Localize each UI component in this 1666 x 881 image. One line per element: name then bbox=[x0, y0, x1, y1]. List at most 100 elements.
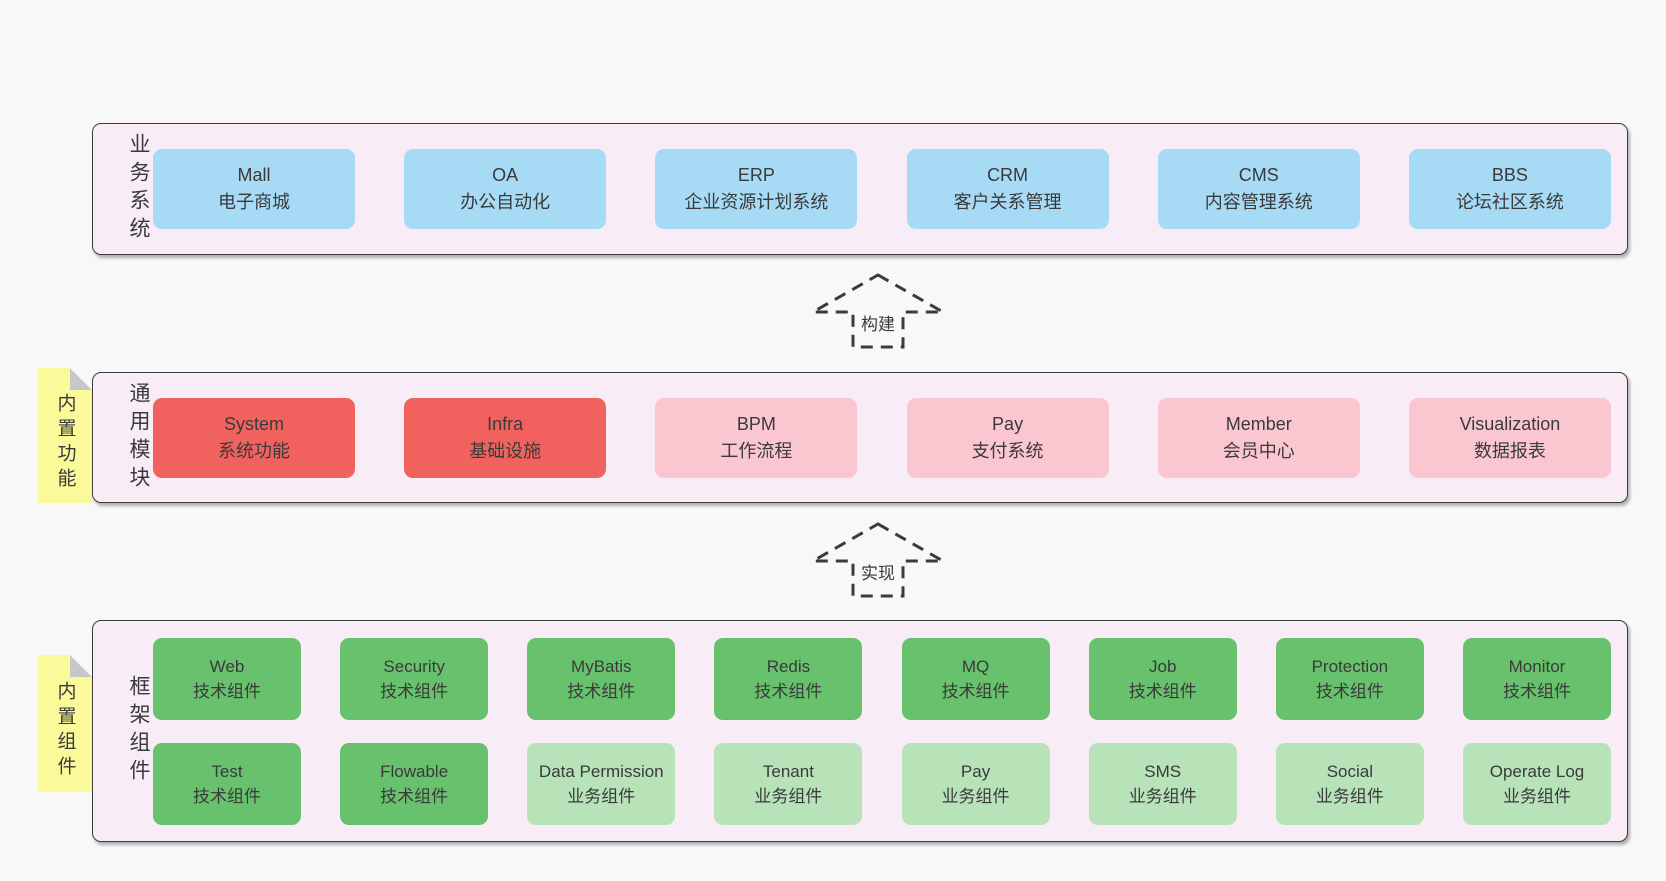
box-title: CRM bbox=[987, 165, 1029, 185]
box-title: Pay bbox=[992, 413, 1024, 434]
box-bpm: BPM 工作流程 bbox=[655, 397, 858, 478]
box-social: Social 业务组件 bbox=[1275, 742, 1424, 825]
box-subtitle: 支付系统 bbox=[971, 440, 1044, 461]
sticky-fold-corner-icon bbox=[70, 655, 92, 677]
box-title: BBS bbox=[1491, 165, 1528, 185]
box-title: Operate Log bbox=[1489, 761, 1585, 781]
box-test: Test 技术组件 bbox=[153, 742, 301, 825]
box-title: SMS bbox=[1144, 761, 1182, 781]
box-subtitle: 业务组件 bbox=[1315, 786, 1384, 806]
up-block-arrow-icon bbox=[810, 273, 946, 349]
box-title: Tenant bbox=[762, 761, 814, 781]
box-cms: CMS 内容管理系统 bbox=[1157, 149, 1360, 229]
box-subtitle: 技术组件 bbox=[1128, 681, 1197, 701]
box-subtitle: 企业资源计划系统 bbox=[684, 192, 829, 212]
box-flowable: Flowable 技术组件 bbox=[340, 742, 489, 825]
box-subtitle: 技术组件 bbox=[754, 681, 823, 701]
box-subtitle: 技术组件 bbox=[1315, 681, 1384, 701]
panel-business-label: 业务系统 bbox=[127, 133, 150, 245]
box-redis: Redis 技术组件 bbox=[714, 637, 863, 720]
box-title: Data Permission bbox=[538, 761, 664, 781]
box-web: Web 技术组件 bbox=[153, 637, 301, 720]
implement-arrow: 实现 bbox=[810, 521, 946, 599]
box-title: Protection bbox=[1311, 656, 1389, 676]
box-title: Pay bbox=[960, 761, 991, 781]
box-title: BPM bbox=[736, 413, 776, 434]
box-erp: ERP 企业资源计划系统 bbox=[655, 149, 858, 229]
box-subtitle: 基础设施 bbox=[469, 440, 542, 461]
sticky-built-in-features-label: 内置功能 bbox=[54, 392, 76, 493]
panel-modules-label: 通用模块 bbox=[127, 381, 150, 494]
box-sms: SMS 业务组件 bbox=[1088, 742, 1237, 825]
box-title: MQ bbox=[961, 656, 990, 676]
box-subtitle: 技术组件 bbox=[193, 786, 261, 806]
component-boxes-row-1: Web 技术组件 Security 技术组件 MyBatis 技术组件 Redis 技术… bbox=[153, 637, 1611, 720]
box-title: Redis bbox=[766, 656, 811, 676]
box-security: Security 技术组件 bbox=[340, 637, 489, 720]
box-title: ERP bbox=[737, 165, 775, 185]
sticky-built-in-components-label: 内置组件 bbox=[54, 680, 76, 781]
component-boxes-row-2: Test 技术组件 Flowable 技术组件 Data Permission 业务组… bbox=[153, 742, 1611, 825]
box-operate-log: Operate Log 业务组件 bbox=[1462, 742, 1611, 825]
box-subtitle: 业务组件 bbox=[567, 786, 636, 806]
box-subtitle: 业务组件 bbox=[1128, 786, 1197, 806]
box-member: Member 会员中心 bbox=[1157, 397, 1360, 478]
box-oa: OA 办公自动化 bbox=[404, 149, 607, 229]
box-subtitle: 业务组件 bbox=[754, 786, 823, 806]
box-title: Web bbox=[209, 656, 245, 676]
box-title: CMS bbox=[1238, 165, 1279, 185]
box-subtitle: 技术组件 bbox=[380, 681, 449, 701]
sticky-fold-corner-icon bbox=[70, 368, 92, 390]
implement-arrow-label: 实现 bbox=[858, 559, 898, 584]
up-block-arrow-icon bbox=[810, 522, 946, 598]
box-title: Security bbox=[383, 656, 445, 676]
box-infra: Infra 基础设施 bbox=[404, 397, 607, 478]
build-arrow: 构建 bbox=[810, 272, 946, 350]
box-job: Job 技术组件 bbox=[1088, 637, 1237, 720]
box-tenant: Tenant 业务组件 bbox=[714, 742, 863, 825]
box-crm: CRM 客户关系管理 bbox=[906, 149, 1109, 229]
box-subtitle: 技术组件 bbox=[380, 786, 449, 806]
box-title: Test bbox=[211, 761, 243, 781]
box-data-permission: Data Permission 业务组件 bbox=[527, 742, 676, 825]
box-subtitle: 技术组件 bbox=[567, 681, 636, 701]
box-mybatis: MyBatis 技术组件 bbox=[527, 637, 676, 720]
build-arrow-label: 构建 bbox=[858, 310, 898, 335]
box-subtitle: 工作流程 bbox=[720, 440, 793, 461]
box-title: Mall bbox=[237, 165, 271, 185]
box-title: Job bbox=[1148, 656, 1177, 676]
sticky-built-in-components: 内置组件 bbox=[38, 655, 92, 792]
box-subtitle: 内容管理系统 bbox=[1204, 192, 1313, 212]
box-protection: Protection 技术组件 bbox=[1275, 637, 1424, 720]
box-title: Flowable bbox=[380, 761, 449, 781]
box-title: Member bbox=[1225, 413, 1292, 434]
box-title: Infra bbox=[487, 413, 524, 434]
box-title: OA bbox=[492, 165, 519, 185]
box-monitor: Monitor 技术组件 bbox=[1462, 637, 1611, 720]
box-subtitle: 会员中心 bbox=[1222, 440, 1295, 461]
box-title: MyBatis bbox=[571, 656, 632, 676]
box-subtitle: 数据报表 bbox=[1473, 440, 1546, 461]
box-subtitle: 业务组件 bbox=[1502, 786, 1571, 806]
box-title: System bbox=[223, 413, 284, 434]
box-pay-module: Pay 支付系统 bbox=[906, 397, 1109, 478]
box-subtitle: 技术组件 bbox=[1502, 681, 1571, 701]
component-rows: Web 技术组件 Security 技术组件 MyBatis 技术组件 Redis 技术… bbox=[153, 637, 1627, 825]
box-title: Social bbox=[1326, 761, 1373, 781]
box-subtitle: 办公自动化 bbox=[460, 192, 551, 212]
box-subtitle: 技术组件 bbox=[941, 681, 1010, 701]
box-title: Monitor bbox=[1508, 656, 1566, 676]
box-subtitle: 客户关系管理 bbox=[953, 192, 1062, 212]
box-subtitle: 技术组件 bbox=[193, 681, 261, 701]
